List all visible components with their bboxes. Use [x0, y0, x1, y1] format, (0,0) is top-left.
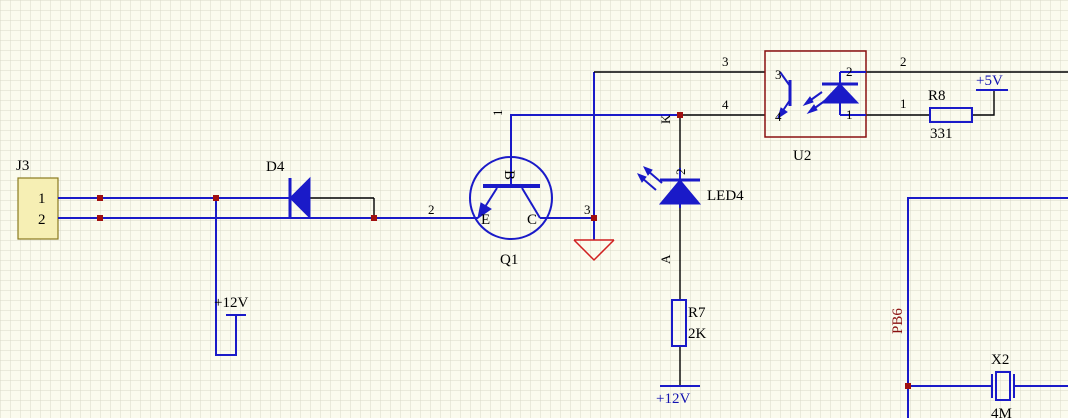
led4-pin-a: A	[658, 254, 673, 264]
diode-d4[interactable]: D4	[266, 159, 311, 220]
q1-label-b: B	[501, 170, 517, 180]
x2-ref: X2	[991, 352, 1009, 368]
q1-ref: Q1	[500, 252, 518, 268]
q1-label-e: E	[481, 212, 490, 228]
r7-value: 2K	[688, 326, 707, 342]
u2-pin3-outer: 3	[722, 54, 729, 69]
optocoupler-u2[interactable]: U2 3 4 3 4 2 1 2 1	[722, 50, 907, 164]
u2-pin2-inner: 2	[846, 64, 853, 79]
u2-pin1-outer: 1	[900, 96, 907, 111]
r7-ref: R7	[688, 305, 706, 321]
x2-value: 4M	[991, 406, 1012, 418]
power-12v-bottom: +12V	[656, 385, 700, 407]
d4-ref: D4	[266, 159, 285, 175]
u2-pin4-inner: 4	[775, 109, 782, 124]
led4-pin-num: 2	[673, 169, 688, 176]
j3-pin1: 1	[38, 191, 46, 207]
connector-j3[interactable]: J3 1 2	[16, 158, 59, 240]
plus5v-label: +5V	[976, 73, 1003, 89]
r8-ref: R8	[928, 88, 946, 104]
u2-ref: U2	[793, 148, 811, 164]
plus12v-left-label: +12V	[214, 295, 248, 311]
crystal-x2[interactable]: X2 4M	[991, 352, 1015, 418]
power-12v-left: +12V	[214, 295, 248, 316]
pb6-net-label: PB6	[890, 308, 906, 334]
power-5v: +5V	[976, 73, 1008, 91]
resistor-r7[interactable]: R7 2K	[671, 299, 707, 347]
plus12v-bottom-label: +12V	[656, 391, 690, 407]
q1-label-c: C	[527, 212, 537, 228]
transistor-q1[interactable]: B E C 1 2 3 Q1	[428, 110, 591, 269]
led-led4[interactable]: LED4 2 K A	[636, 114, 744, 264]
u2-pin1-inner: 1	[846, 107, 853, 122]
led4-pin-k: K	[658, 114, 673, 124]
u2-pin4-outer: 4	[722, 97, 729, 112]
resistor-r8[interactable]: R8 331	[928, 88, 973, 142]
q1-pin-collector: 3	[584, 202, 591, 217]
u2-pin3-inner: 3	[775, 67, 782, 82]
q1-pin-base: 1	[490, 110, 505, 117]
r8-value: 331	[930, 126, 953, 142]
j3-ref: J3	[16, 158, 29, 174]
junctions	[97, 112, 911, 389]
ground-symbol	[573, 239, 615, 262]
u2-pin2-outer: 2	[900, 54, 907, 69]
j3-pin2: 2	[38, 212, 46, 228]
led4-ref: LED4	[707, 188, 744, 204]
wires	[58, 71, 1068, 418]
q1-pin-emitter: 2	[428, 202, 435, 217]
